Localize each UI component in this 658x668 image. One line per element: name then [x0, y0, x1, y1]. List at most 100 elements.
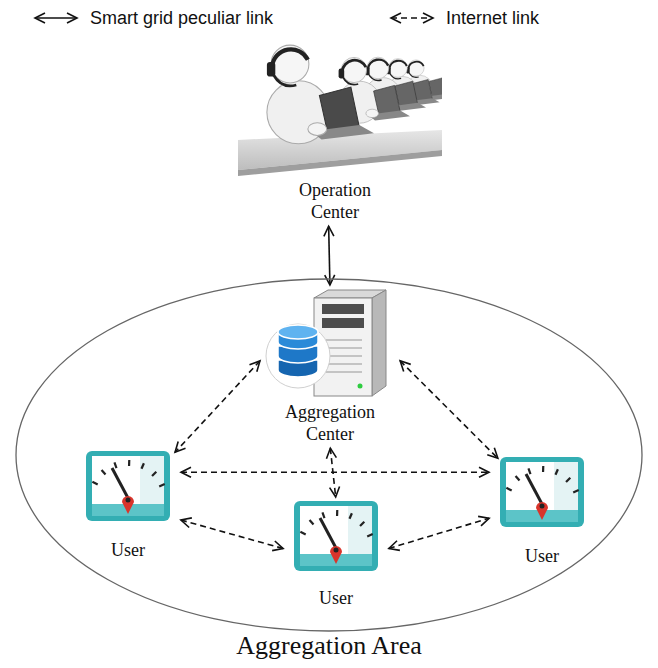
- arrow-head: [272, 541, 283, 551]
- legend-line: [35, 17, 77, 19]
- meter-face-shade: [554, 462, 578, 510]
- meter-face-shade: [140, 456, 164, 504]
- connector-line: [400, 361, 498, 458]
- user-meter: User: [492, 456, 592, 568]
- operator-figure: [267, 45, 374, 144]
- meter-illustration: [492, 456, 592, 528]
- meter-illustration: [78, 450, 178, 522]
- dial-tick: [360, 522, 364, 526]
- arrow-head: [249, 361, 259, 372]
- dial-tick: [516, 476, 520, 481]
- meter-face-shade: [348, 506, 372, 554]
- arrow-head: [326, 448, 336, 458]
- arrow-head: [389, 541, 400, 551]
- smart-grid-link: [324, 226, 335, 285]
- meter-hub: [334, 548, 339, 553]
- server-vent: [326, 371, 362, 373]
- dial-tick: [300, 532, 305, 535]
- legend-text: Smart grid peculiar link: [90, 8, 273, 29]
- legend-line: [391, 17, 433, 19]
- meter-icon: [500, 457, 584, 527]
- operator-hand: [366, 109, 379, 117]
- headset-mic: [273, 75, 296, 86]
- meter-hub: [126, 498, 131, 503]
- dial-tick: [367, 534, 373, 536]
- arrow-head: [391, 13, 401, 23]
- operator-body: [267, 81, 330, 144]
- arrow-head: [324, 226, 334, 236]
- server-illustration: [262, 288, 398, 398]
- dial-tick: [573, 490, 579, 492]
- server-bay: [322, 318, 364, 328]
- server-light: [358, 384, 363, 389]
- operator-hand: [308, 123, 327, 136]
- connector-line: [181, 472, 489, 474]
- dial-tick: [322, 512, 324, 518]
- dial-tick: [142, 463, 144, 469]
- server-vent: [326, 355, 362, 357]
- arrow-head: [35, 13, 45, 23]
- database-badge: [266, 324, 330, 388]
- meter-illustration: [286, 500, 386, 572]
- desk-edge: [238, 150, 442, 176]
- node-label: Operation Center: [285, 180, 385, 223]
- database-top: [278, 325, 318, 339]
- dial-needle: [526, 474, 542, 504]
- arrow-head: [67, 13, 77, 23]
- internet-link: [175, 361, 260, 452]
- user-meter: User: [286, 500, 386, 610]
- legend-entry: Smart grid peculiar link: [32, 6, 273, 30]
- arrow-head: [181, 518, 192, 528]
- aggregation-area: Aggregation CenterUserUserUserAggregatio…: [14, 278, 644, 666]
- dial-tick: [128, 460, 130, 466]
- dial-tick: [542, 466, 544, 472]
- internet-link: [400, 361, 498, 458]
- headset-mic: [343, 77, 358, 85]
- meter-indicator: [122, 496, 134, 514]
- headset-mic: [390, 73, 401, 79]
- server-bay: [322, 304, 364, 314]
- connector-line: [389, 518, 489, 548]
- people-illustration: [228, 38, 442, 176]
- meter-indicator: [536, 502, 548, 520]
- meter-frame: [86, 451, 170, 521]
- dial-tick: [159, 484, 165, 486]
- server-vent: [326, 347, 362, 349]
- aggregation-center: Aggregation Center: [262, 288, 398, 445]
- operator-head: [389, 59, 408, 78]
- legend-line-sample: [32, 6, 80, 30]
- headset: [272, 49, 308, 66]
- dial-tick: [350, 513, 352, 519]
- connector-line: [329, 226, 330, 285]
- meter-icon: [86, 451, 170, 521]
- operator-head: [271, 45, 309, 83]
- legend-text: Internet link: [446, 8, 539, 29]
- arrow-head: [479, 467, 489, 477]
- arrow-head: [325, 275, 335, 285]
- headset: [368, 60, 388, 70]
- meter-hub: [540, 504, 545, 509]
- operator-head: [367, 57, 389, 79]
- operator-head: [408, 60, 424, 76]
- headset-mic: [368, 74, 381, 81]
- dial-tick: [336, 510, 338, 516]
- server-vent: [326, 339, 362, 341]
- meter-indicator: [330, 546, 342, 564]
- dial-needle: [320, 518, 336, 548]
- dial-tick: [114, 462, 116, 468]
- headset: [389, 61, 407, 69]
- area-label: Aggregation Area: [14, 632, 644, 661]
- dial-tick: [528, 468, 530, 474]
- server-vent: [326, 363, 362, 365]
- dial-tick: [102, 470, 106, 475]
- internet-link: [389, 516, 489, 550]
- arrow-head: [330, 487, 340, 497]
- server-side: [372, 290, 386, 396]
- headset: [342, 60, 366, 71]
- meter-frame: [500, 457, 584, 527]
- dial-tick: [92, 482, 97, 485]
- arrow-head: [175, 442, 185, 453]
- dial-tick: [506, 488, 511, 491]
- dial-tick: [556, 469, 558, 475]
